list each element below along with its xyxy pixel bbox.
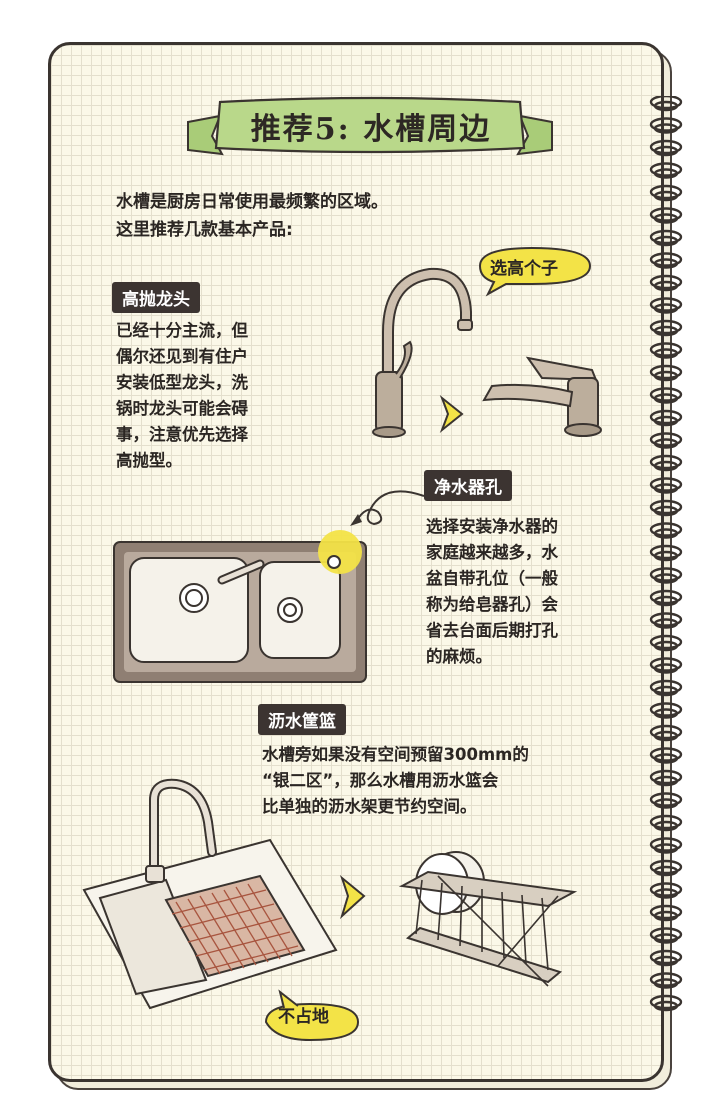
text-line: 的麻烦。 bbox=[426, 647, 492, 666]
purifier-description: 选择安装净水器的 家庭越来越多，水 盆自带孔位（一般 称为给皂器孔）会 省去台面… bbox=[426, 514, 558, 670]
spiral-binding-icon bbox=[649, 96, 683, 1012]
faucet-bubble-text: 选高个子 bbox=[490, 259, 558, 279]
text-line: 高抛型。 bbox=[116, 451, 182, 470]
basket-bubble-text: 不占地 bbox=[278, 1007, 329, 1027]
purifier-label: 净水器孔 bbox=[424, 470, 512, 501]
text-line: 已经十分主流，但 bbox=[116, 321, 248, 340]
faucet-label: 高抛龙头 bbox=[112, 282, 200, 313]
page-title: 推荐5: 水槽周边 bbox=[250, 112, 492, 147]
text-line: 安装低型龙头，洗 bbox=[116, 373, 248, 392]
text-line: 盆自带孔位（一般 bbox=[426, 569, 558, 588]
basket-description: 水槽旁如果没有空间预留300mm的 “银二区”，那么水槽用沥水篮会 比单独的沥水… bbox=[262, 742, 529, 820]
speech-bubble bbox=[264, 989, 360, 1042]
text-line: 水槽旁如果没有空间预留300mm的 bbox=[262, 745, 529, 764]
text-line: 比单独的沥水架更节约空间。 bbox=[262, 797, 477, 816]
chevron-right-icon bbox=[439, 394, 464, 434]
intro-text: 水槽是厨房日常使用最频繁的区域。 这里推荐几款基本产品: bbox=[116, 188, 388, 244]
dish-rack-illustration bbox=[398, 851, 578, 987]
text-line: 偶尔还见到有住户 bbox=[116, 347, 248, 366]
speech-bubble bbox=[478, 246, 592, 297]
title-ribbon bbox=[187, 96, 553, 156]
basket-label: 沥水筐篮 bbox=[258, 704, 346, 735]
intro-line: 水槽是厨房日常使用最频繁的区域。 bbox=[116, 192, 388, 212]
sink-basket-illustration bbox=[82, 778, 338, 1010]
low-faucet-illustration bbox=[482, 356, 602, 437]
text-line: 选择安装净水器的 bbox=[426, 517, 558, 536]
chevron-right-icon bbox=[339, 875, 366, 920]
text-line: 事，注意优先选择 bbox=[116, 425, 248, 444]
text-line: 家庭越来越多，水 bbox=[426, 543, 558, 562]
text-line: 称为给皂器孔）会 bbox=[426, 595, 558, 614]
text-line: 省去台面后期打孔 bbox=[426, 621, 558, 640]
double-sink-illustration bbox=[113, 530, 367, 683]
text-line: “银二区”，那么水槽用沥水篮会 bbox=[262, 771, 499, 790]
high-faucet-illustration bbox=[372, 267, 473, 438]
text-line: 锅时龙头可能会碍 bbox=[116, 399, 248, 418]
arrow-icon bbox=[350, 490, 425, 526]
faucet-description: 已经十分主流，但 偶尔还见到有住户 安装低型龙头，洗 锅时龙头可能会碍 事，注意… bbox=[116, 318, 248, 474]
intro-line: 这里推荐几款基本产品: bbox=[116, 220, 293, 240]
